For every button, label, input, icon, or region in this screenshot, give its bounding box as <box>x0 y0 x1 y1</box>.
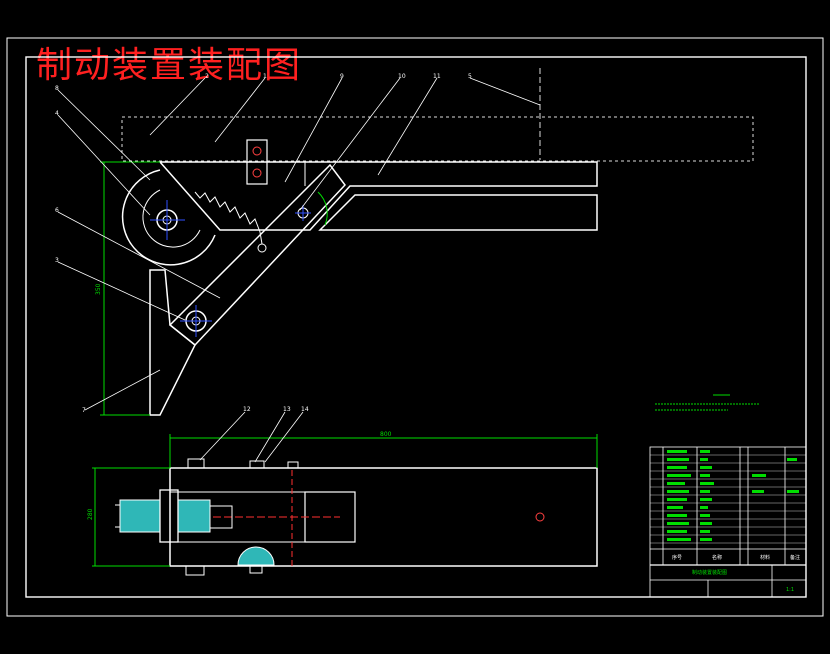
leader-label-13: 13 <box>283 406 291 413</box>
shaft-section-left <box>119 499 161 533</box>
brake-shoe-arc <box>121 169 216 266</box>
leader-label-9: 9 <box>340 73 344 80</box>
shaft-end <box>209 505 233 529</box>
tech-notes <box>655 394 760 411</box>
title-block-text: 序号 名称 材料 备注 制动装置装配图 1:1 <box>672 554 800 593</box>
footer-name: 名称 <box>712 554 722 561</box>
leader-label-6: 6 <box>55 207 59 214</box>
footer-note: 备注 <box>790 554 800 561</box>
fastener-bottom-1 <box>185 565 205 576</box>
leader-label-10: 10 <box>398 73 406 80</box>
shaft-section-right <box>177 499 211 533</box>
leader-label-8: 8 <box>55 85 59 92</box>
leader-label-5: 5 <box>468 73 472 80</box>
shaft-hub <box>159 489 179 543</box>
leader-label-12: 12 <box>243 406 251 413</box>
leader-labels-lower: 12 13 14 <box>243 406 309 413</box>
upper-arm-body <box>158 161 598 231</box>
bracket-bolt-1 <box>252 146 262 156</box>
parts-list-rows <box>650 454 806 544</box>
inner-border <box>25 56 807 598</box>
fastener-top-1 <box>187 458 205 469</box>
plan-main-body <box>169 467 598 567</box>
dim-overall-width-label: 800 <box>380 431 392 438</box>
leader-label-14: 14 <box>301 406 309 413</box>
leader-labels-upper: 8 4 2 1 9 10 11 5 6 3 7 <box>55 73 472 414</box>
phantom-outline <box>121 116 754 162</box>
dim-lower-height-label: 280 <box>87 508 94 520</box>
plan-hole <box>535 512 545 522</box>
fastener-top-3 <box>287 461 299 469</box>
shaft-cap <box>115 500 121 532</box>
leader-label-11: 11 <box>433 73 441 80</box>
nut-bottom <box>249 564 263 574</box>
footer-seq: 序号 <box>672 554 682 561</box>
brake-shoe-inner <box>142 189 201 248</box>
scale-block: 1:1 <box>786 587 794 593</box>
parts-list <box>649 446 807 598</box>
footer-material: 材料 <box>760 554 770 561</box>
fastener-top-2 <box>249 460 265 469</box>
round-section <box>237 546 275 566</box>
parts-list-text-marks <box>667 450 799 541</box>
leader-lines-lower <box>199 411 304 463</box>
drawing-title: 制动装置装配图 <box>36 45 303 86</box>
angle-arc <box>317 191 328 226</box>
leader-label-3: 3 <box>55 257 59 264</box>
small-bracket <box>246 139 268 185</box>
outer-border <box>6 37 824 617</box>
leader-label-2: 2 <box>205 73 209 80</box>
leader-label-1: 1 <box>263 73 267 80</box>
tension-spring <box>194 191 263 245</box>
spring-anchor <box>257 243 267 253</box>
dim-front-height-label: 350 <box>95 283 102 295</box>
leader-label-7: 7 <box>82 407 86 414</box>
vertical-support <box>149 269 196 416</box>
drawing-name-block: 制动装置装配图 <box>692 569 727 576</box>
bracket-bolt-2 <box>252 168 262 178</box>
leader-label-4a: 4 <box>55 110 59 117</box>
leader-lines-upper <box>57 77 541 411</box>
lower-arm-body <box>318 194 598 231</box>
